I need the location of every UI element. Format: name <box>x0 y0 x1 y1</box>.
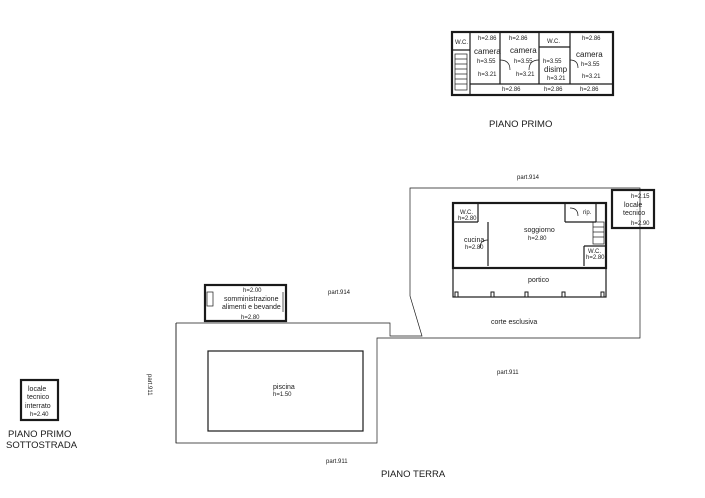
room-height: h=2.86 <box>580 87 599 93</box>
pillar <box>600 291 605 298</box>
parcel-label: part.914 <box>328 290 351 296</box>
door-swing <box>569 59 579 69</box>
room-label: camera <box>576 50 603 59</box>
room-height: h=3.55 <box>477 59 496 65</box>
room-label: W.C. <box>460 210 473 216</box>
sottostrada-plan: locale tecnico interrato h=2.40 PIANO PR… <box>6 378 78 451</box>
room-label: W.C. <box>547 39 560 45</box>
room-height: h=2.80 <box>458 216 477 222</box>
room-height: h=2.00 <box>243 288 262 294</box>
pool-outline <box>207 350 364 432</box>
piano-terra-title: PIANO TERRA <box>381 469 446 480</box>
parcel-label: part.914 <box>517 175 540 181</box>
room-label: camera <box>510 46 537 55</box>
door-swing <box>499 59 511 71</box>
parcel-label: part.911 <box>497 370 519 376</box>
piscina: piscina h=1.50 <box>207 350 364 432</box>
room-label: rip. <box>583 210 592 216</box>
somministrazione-wall <box>203 283 288 323</box>
room-height: h=3.55 <box>514 59 533 65</box>
room-height: h=3.21 <box>478 72 497 78</box>
room-label: W.C. <box>455 40 468 46</box>
room-height: h=2.86 <box>509 36 528 42</box>
pillar <box>454 291 459 298</box>
sottostrada-title-line1: PIANO PRIMO <box>8 429 71 440</box>
room-label: portico <box>528 277 549 284</box>
room-label: soggiorno <box>524 227 555 234</box>
room-height: h=2.86 <box>478 36 497 42</box>
parcel-label: part.911 <box>326 459 348 465</box>
room-height: h=3.21 <box>582 74 601 80</box>
room-height: h=2.15 <box>631 194 650 200</box>
room-height: h=2.86 <box>544 87 563 93</box>
room-label: cucina <box>464 237 484 244</box>
room-height: h=3.55 <box>581 62 600 68</box>
room-height: h=3.21 <box>547 76 566 82</box>
property-boundary <box>175 187 641 444</box>
room-height: h=2.86 <box>582 36 601 42</box>
pillar <box>490 291 495 298</box>
stairs-piano-terra <box>592 221 605 245</box>
portico-area <box>452 267 607 298</box>
room-label: disimp <box>544 65 568 74</box>
room-height: h=3.21 <box>516 72 535 78</box>
door-swing <box>479 239 489 249</box>
room-height: h=3.55 <box>543 59 562 65</box>
piano-primo-outer-wall <box>450 30 615 97</box>
somministrazione-building: h=2.00 somministrazione alimenti e bevan… <box>203 283 288 323</box>
pool-label: piscina <box>273 384 295 391</box>
room-label: tecnico <box>623 210 645 217</box>
room-height: h=2.80 <box>586 255 605 261</box>
room-height: h=2.86 <box>502 87 521 93</box>
sottostrada-title-line2: SOTTOSTRADA <box>6 440 78 451</box>
locale-tecnico-wall <box>610 188 656 230</box>
locale-interrato-wall <box>19 378 60 422</box>
parcel-label-vertical: part.911 <box>146 374 152 396</box>
pillar <box>561 291 566 298</box>
room-label: W.C. <box>588 249 601 255</box>
room-label: interrato <box>25 403 51 410</box>
room-height: h=2.80 <box>241 315 260 321</box>
room-label: somministrazione <box>224 296 279 303</box>
pool-depth: h=1.50 <box>273 392 292 398</box>
piano-terra-house: W.C. h=2.80 rip. soggiorno h=2.80 cucina… <box>451 201 608 298</box>
piano-primo-title: PIANO PRIMO <box>489 119 552 130</box>
room-height: h=2.80 <box>465 245 484 251</box>
room-label: tecnico <box>27 394 49 401</box>
room-label: camera <box>474 47 501 56</box>
stairs-piano-primo <box>454 53 468 91</box>
fixture <box>206 291 214 307</box>
room-height: h=2.90 <box>631 221 650 227</box>
piano-primo-plan: W.C. h=2.86 camera h=3.55 h=3.21 h=2.86 … <box>450 30 615 130</box>
room-label: locale <box>624 202 642 209</box>
room-height: h=2.80 <box>528 236 547 242</box>
locale-tecnico-building: h=2.15 locale tecnico h=2.90 <box>610 188 656 230</box>
door-swing <box>569 207 579 217</box>
pillar <box>524 291 529 298</box>
room-label: alimenti e bevande <box>222 304 281 311</box>
door-swing <box>528 59 540 71</box>
lot-outline <box>175 187 641 444</box>
room-height: h=2.40 <box>30 412 49 418</box>
courtyard-label: corte esclusiva <box>491 319 537 326</box>
room-label: locale <box>28 386 46 393</box>
